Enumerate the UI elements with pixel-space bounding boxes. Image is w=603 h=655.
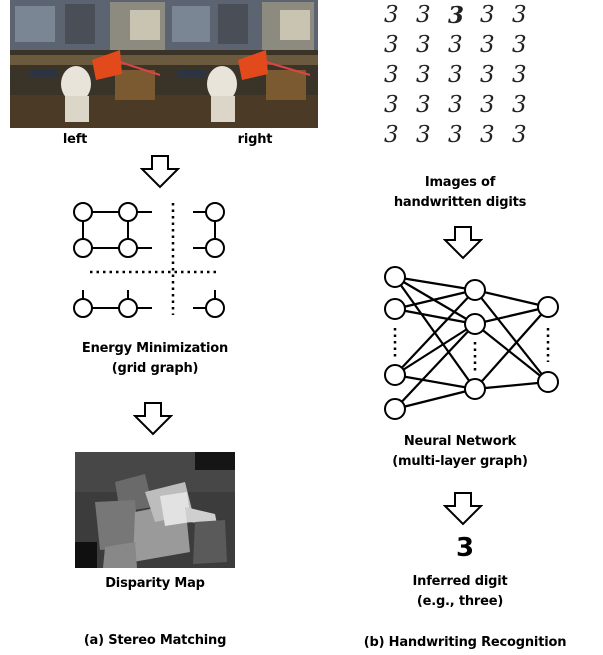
digit-glyph: 3 <box>416 92 431 118</box>
digit-glyph: 3 <box>384 62 399 88</box>
digit-glyph: 3 <box>448 122 463 148</box>
inferred-digit-value: 3 <box>455 533 475 563</box>
digit-glyph: 3 <box>416 122 431 148</box>
digit-glyph: 3 <box>384 92 399 118</box>
down-arrow-icon <box>133 402 173 436</box>
digit-glyph: 3 <box>512 92 527 118</box>
down-arrow-icon <box>140 155 180 189</box>
digit-glyph: 3 <box>384 2 399 28</box>
digit-glyph: 3 <box>480 122 495 148</box>
disparity-map-label: Disparity Map <box>105 576 205 591</box>
grid-graph-diagram <box>73 202 225 318</box>
right-image-label: right <box>237 132 273 147</box>
digit-glyph: 3 <box>416 62 431 88</box>
digit-glyph: 3 <box>384 32 399 58</box>
digit-glyph: 3 <box>480 32 495 58</box>
digit-glyph: 3 <box>512 32 527 58</box>
energy-minimization-label: Energy Minimization <box>81 341 229 356</box>
neural-network-diagram <box>384 266 559 420</box>
digit-glyph: 3 <box>512 122 527 148</box>
images-of-digits-label: Images of <box>424 175 496 190</box>
digit-glyph: 3 <box>480 2 495 28</box>
digit-glyph: 3 <box>512 2 527 28</box>
neural-network-label: Neural Network <box>403 434 517 449</box>
stereo-right-photo <box>170 0 318 128</box>
inferred-digit-label: Inferred digit <box>412 574 508 589</box>
left-image-label: left <box>62 132 88 147</box>
handwritten-digits-grid: 3 3 3 3 3 3 3 3 3 3 3 3 3 3 3 3 3 3 3 3 … <box>380 4 540 154</box>
digit-glyph: 3 <box>448 92 463 118</box>
digit-glyph: 3 <box>448 2 465 29</box>
digit-glyph: 3 <box>384 122 399 148</box>
down-arrow-icon <box>443 226 483 260</box>
digit-glyph: 3 <box>448 32 463 58</box>
digit-glyph: 3 <box>480 92 495 118</box>
digit-glyph: 3 <box>480 62 495 88</box>
example-three-label: (e.g., three) <box>416 594 504 609</box>
stereo-left-photo <box>10 0 170 128</box>
disparity-map-image <box>75 452 235 568</box>
digit-glyph: 3 <box>448 62 463 88</box>
digit-glyph: 3 <box>416 2 431 28</box>
digit-glyph: 3 <box>512 62 527 88</box>
multi-layer-graph-label: (multi-layer graph) <box>392 454 528 469</box>
handwriting-recognition-caption: (b) Handwriting Recognition <box>363 635 567 650</box>
stereo-matching-caption: (a) Stereo Matching <box>83 633 227 648</box>
digit-glyph: 3 <box>416 32 431 58</box>
grid-graph-label: (grid graph) <box>111 361 199 376</box>
handwritten-digits-label: handwritten digits <box>393 195 527 210</box>
down-arrow-icon <box>443 492 483 526</box>
